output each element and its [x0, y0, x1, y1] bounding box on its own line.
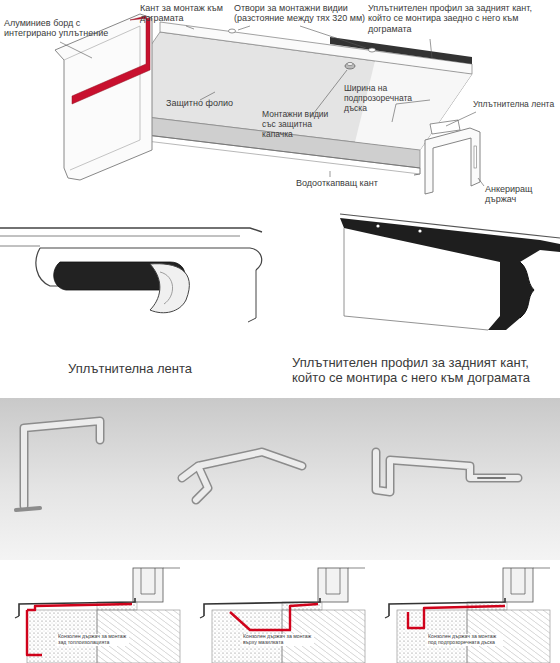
leader-line	[478, 178, 484, 186]
bracket-photo	[478, 477, 505, 479]
seal-profile-detail	[344, 228, 488, 330]
section-caption: Конзолен държач за монтаж под подпрозоре…	[427, 634, 503, 646]
section-drawing	[200, 568, 365, 663]
section-drawing	[15, 568, 550, 663]
bracket-photo	[376, 452, 518, 492]
part-label: Уплътнителна лента	[473, 100, 557, 110]
seal-profile-detail	[418, 229, 421, 232]
photo-background	[0, 398, 560, 560]
bracket-photo	[376, 452, 518, 492]
seal-tape-detail	[0, 246, 40, 247]
console-bracket	[27, 604, 132, 655]
anchor-holder	[474, 146, 477, 168]
dimension-label: Ширина на подпрозоречната дъска	[344, 84, 428, 113]
seal-tape-detail	[0, 228, 262, 232]
bracket-photo	[16, 421, 518, 510]
leader-line	[330, 171, 331, 177]
back-kant	[160, 22, 472, 74]
leader-line	[446, 112, 476, 126]
console-bracket	[408, 606, 505, 628]
seal-tape-detail	[150, 264, 189, 313]
caption-label: Уплътнителна лента	[68, 362, 268, 377]
part-label: Уплътнителен профил за задният кант, кой…	[368, 3, 556, 34]
leader-line	[60, 42, 92, 58]
seal-tape-detail	[0, 228, 262, 322]
part-label: Алуминиев борд с интегрирано уплътнение	[4, 18, 120, 39]
sill-board	[105, 32, 472, 175]
mounting-screw	[345, 62, 355, 69]
caption-label: Уплътнителен профил за задният кант, кой…	[292, 356, 556, 386]
leader-line	[60, 26, 484, 186]
part-label: Водооткапващ кант	[296, 178, 406, 188]
section-caption: Конзолен държач за монтаж зад топлоизола…	[57, 634, 129, 646]
end-cap	[55, 14, 152, 180]
leader-line	[300, 26, 366, 48]
seal-profile-detail	[340, 214, 560, 330]
bracket-photo	[24, 421, 100, 506]
seal-tape-detail	[0, 236, 240, 237]
back-kant	[229, 29, 236, 33]
end-cap	[55, 14, 152, 180]
bracket-photo	[24, 421, 100, 506]
console-bracket	[27, 604, 505, 655]
section-drawing	[15, 568, 180, 663]
part-label: Защитно фолио	[166, 98, 256, 108]
part-label: Отвори за монтажни видии (разстояние меж…	[234, 3, 366, 24]
mounting-screw	[345, 63, 355, 69]
seal-profile-detail	[520, 262, 534, 318]
seal-profile-detail	[340, 218, 560, 330]
section-caption: Конзолен държач за монтаж върху мазилкат…	[242, 634, 314, 646]
seal-profile-detail	[376, 224, 379, 227]
mounting-screw	[347, 62, 353, 65]
part-label: Анкериращ държач	[485, 184, 557, 205]
anchor-holder	[425, 120, 480, 194]
leader-line	[392, 100, 430, 122]
leader-line	[186, 26, 194, 29]
anchor-holder	[425, 128, 480, 194]
part-label: Кант за монтаж към дограмата	[140, 3, 232, 24]
back-kant	[369, 48, 376, 52]
leader-line	[430, 39, 432, 58]
bracket-photo	[182, 452, 302, 500]
section-drawing	[385, 568, 550, 663]
leader-line	[238, 26, 250, 30]
seal-tape-detail	[248, 270, 256, 322]
console-bracket	[230, 604, 318, 630]
bracket-photo	[182, 452, 302, 500]
back-kant	[160, 22, 472, 74]
seal-tape-detail	[160, 272, 173, 304]
back-kant	[330, 37, 472, 64]
part-label: Монтажни видии със защитна капачка	[262, 110, 342, 139]
bracket-photo	[16, 508, 40, 510]
